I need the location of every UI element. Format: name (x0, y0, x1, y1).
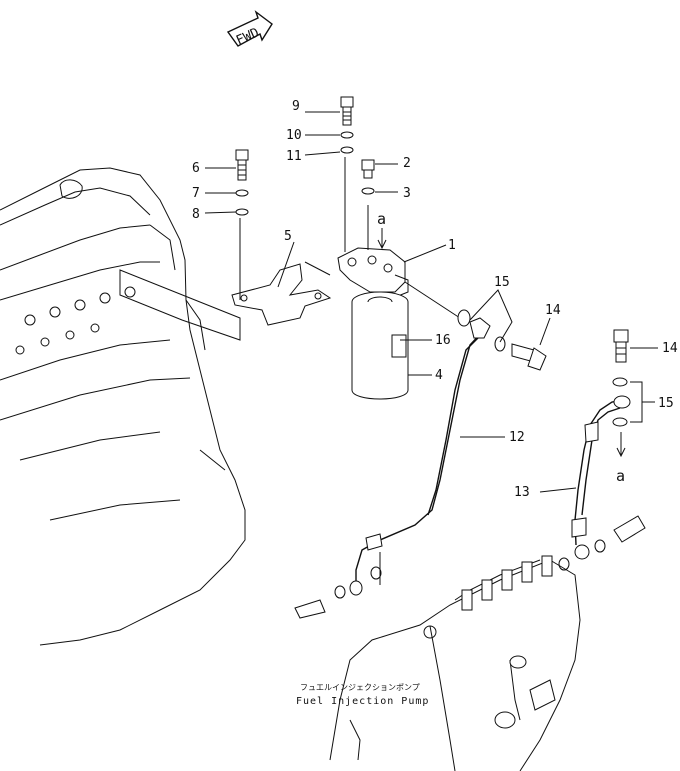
bolt-part-6 (235, 149, 249, 216)
bolt-part-9 (340, 96, 354, 154)
filter-head-part-1 (337, 157, 461, 319)
plug-part-2 (361, 159, 375, 195)
callout-12: 12 (509, 430, 525, 445)
callout-11: 11 (286, 149, 302, 164)
fuel-tube-part-12 (294, 309, 506, 619)
corner-label-a1: a (377, 210, 386, 228)
arrow-a-icon: a (377, 210, 387, 250)
callout-8: 8 (192, 207, 200, 222)
callout-4: 4 (435, 368, 443, 383)
bracket-part-5 (119, 218, 332, 341)
callout-16: 16 (435, 333, 451, 348)
fuel-tube-part-13 (558, 377, 646, 571)
pump-label-japanese: フュエルインジェクションポンプ (300, 683, 420, 692)
fwd-label: FWD (234, 25, 262, 48)
callout-3: 3 (403, 186, 411, 201)
eye-bolt-part-14b (613, 329, 629, 363)
callout-13: 13 (514, 485, 530, 500)
fuel-injection-pump-drawing (329, 555, 581, 771)
callout-10: 10 (286, 128, 302, 143)
callout-5: 5 (284, 229, 292, 244)
leader-lines (204, 111, 658, 493)
callout-14-top: 14 (545, 303, 561, 318)
eye-bolt-part-14a (511, 343, 547, 371)
fwd-arrow-icon: FWD (226, 10, 273, 49)
callout-9: 9 (292, 99, 300, 114)
callout-14-right: 14 (662, 341, 678, 356)
callout-2: 2 (403, 156, 411, 171)
corner-label-a2: a (616, 467, 625, 485)
callout-15-right: 15 (658, 396, 674, 411)
callout-1: 1 (448, 238, 456, 253)
pump-label-english: Fuel Injection Pump (296, 696, 429, 707)
callout-7: 7 (192, 186, 200, 201)
callout-15-top: 15 (494, 275, 510, 290)
callout-6: 6 (192, 161, 200, 176)
engine-block-drawing (0, 167, 246, 646)
fuel-filter-part-4 (351, 291, 409, 400)
arrow-a-lower-icon: a (616, 432, 626, 485)
